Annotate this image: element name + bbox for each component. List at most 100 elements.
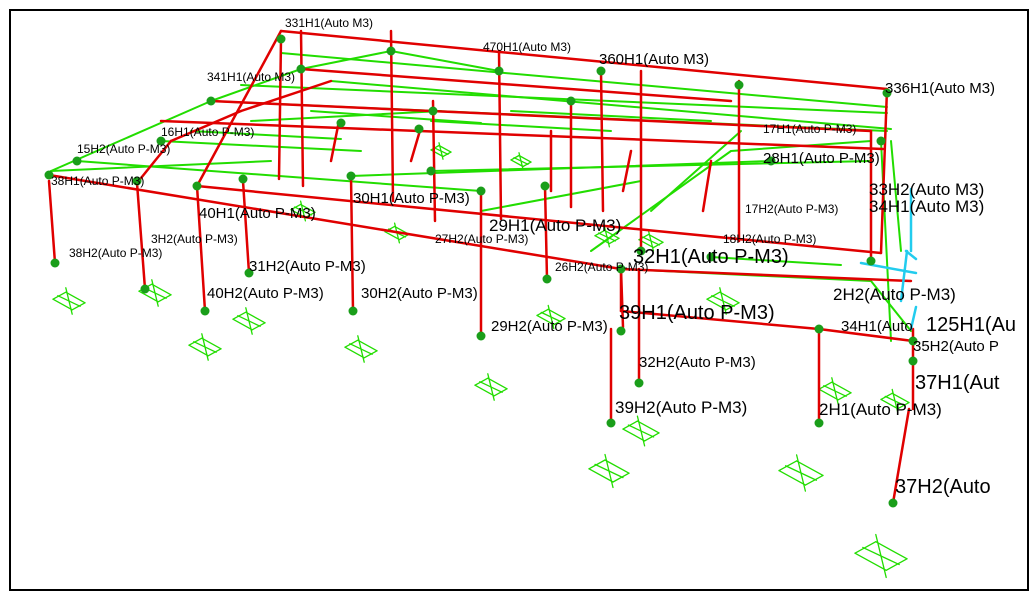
- joint-node[interactable]: [132, 176, 142, 186]
- beam-member[interactable]: [279, 29, 889, 91]
- brace-member[interactable]: [480, 180, 642, 212]
- brace-member[interactable]: [710, 256, 842, 266]
- hinge-symbol-edge[interactable]: [357, 339, 378, 352]
- hinge-symbol[interactable]: [854, 533, 908, 579]
- hinge-symbol-edge[interactable]: [804, 474, 824, 486]
- column-member[interactable]: [431, 99, 437, 223]
- hinge-symbol-edge[interactable]: [622, 420, 639, 430]
- hinge-symbol-edge[interactable]: [474, 377, 489, 386]
- joint-node[interactable]: [616, 326, 626, 336]
- hinge-symbol-cross[interactable]: [884, 395, 906, 407]
- hinge-symbol-edge[interactable]: [384, 231, 401, 241]
- column-member[interactable]: [241, 179, 251, 275]
- hinge-symbol-edge[interactable]: [245, 311, 266, 324]
- column-member[interactable]: [135, 181, 147, 291]
- hinge-symbol[interactable]: [474, 373, 508, 401]
- hinge-symbol-cross[interactable]: [641, 236, 661, 246]
- brace-member[interactable]: [330, 80, 892, 130]
- hinge-symbol[interactable]: [778, 454, 824, 492]
- brace-member[interactable]: [310, 110, 482, 124]
- hinge-symbol-edge[interactable]: [643, 432, 660, 442]
- hinge-symbol-edge[interactable]: [778, 469, 807, 486]
- hinge-symbol-edge[interactable]: [138, 290, 159, 303]
- joint-node[interactable]: [50, 258, 60, 268]
- hinge-symbol-edge[interactable]: [52, 298, 73, 311]
- brace-member[interactable]: [510, 110, 712, 122]
- hinge-symbol-edge[interactable]: [188, 337, 203, 346]
- hinge-symbol-edge[interactable]: [344, 346, 365, 359]
- brace-member[interactable]: [210, 68, 302, 102]
- hinge-symbol-edge[interactable]: [438, 144, 452, 153]
- brace-member[interactable]: [890, 140, 902, 252]
- beam-member[interactable]: [299, 67, 733, 103]
- frame-model-3d-view[interactable]: [11, 11, 1029, 591]
- beam-member[interactable]: [47, 173, 623, 271]
- hinge-symbol-edge[interactable]: [65, 291, 86, 304]
- hinge-symbol-edge[interactable]: [52, 291, 67, 300]
- hinge-symbol-edge[interactable]: [854, 552, 887, 571]
- brace-member[interactable]: [280, 52, 888, 108]
- beam-member[interactable]: [701, 159, 713, 213]
- hinge-symbol-edge[interactable]: [474, 384, 495, 397]
- joint-node[interactable]: [636, 246, 646, 256]
- hinge-symbol-edge[interactable]: [603, 229, 620, 239]
- model-viewport[interactable]: 331H1(Auto M3) 470H1(Auto M3) 360H1(Auto…: [9, 9, 1029, 591]
- hinge-symbol-edge[interactable]: [636, 420, 660, 434]
- joint-node[interactable]: [540, 181, 550, 191]
- joint-node[interactable]: [156, 136, 166, 146]
- beam-member[interactable]: [621, 149, 633, 193]
- hinge-symbol-edge[interactable]: [891, 392, 910, 404]
- hinge-symbol-edge[interactable]: [487, 377, 508, 390]
- joint-node[interactable]: [336, 118, 346, 128]
- hinge-symbol-edge[interactable]: [201, 337, 222, 350]
- brace-member[interactable]: [390, 50, 500, 72]
- joint-node[interactable]: [414, 124, 424, 134]
- hinge-symbol[interactable]: [706, 287, 740, 315]
- beam-member[interactable]: [195, 29, 283, 188]
- hinge-symbol[interactable]: [588, 453, 630, 489]
- brace-member[interactable]: [250, 110, 442, 122]
- beam-member[interactable]: [329, 119, 341, 163]
- hinge-symbol-edge[interactable]: [795, 460, 824, 477]
- beam-member[interactable]: [239, 79, 333, 113]
- hinge-symbol-cross[interactable]: [823, 385, 847, 397]
- hinge-symbol-cross[interactable]: [349, 343, 373, 355]
- joint-node[interactable]: [706, 252, 716, 262]
- joint-node[interactable]: [192, 181, 202, 191]
- brace-member[interactable]: [240, 84, 888, 114]
- hinge-symbol-edge[interactable]: [363, 350, 378, 359]
- joint-node[interactable]: [634, 378, 644, 388]
- hinge-symbol-edge[interactable]: [536, 314, 555, 326]
- joint-node[interactable]: [206, 96, 216, 106]
- hinge-symbol[interactable]: [622, 415, 660, 447]
- joint-node[interactable]: [616, 264, 626, 274]
- hinge-symbol-edge[interactable]: [622, 428, 646, 442]
- joint-node[interactable]: [882, 88, 892, 98]
- hinge-symbol[interactable]: [880, 388, 910, 414]
- hinge-symbol-edge[interactable]: [594, 235, 611, 245]
- hinge-symbol-edge[interactable]: [510, 159, 524, 168]
- joint-node[interactable]: [346, 171, 356, 181]
- hinge-symbol-edge[interactable]: [207, 348, 222, 357]
- hinge-symbol-cross[interactable]: [540, 311, 562, 323]
- joint-node[interactable]: [140, 284, 150, 294]
- hinge-symbol-cross[interactable]: [597, 232, 617, 242]
- beam-member[interactable]: [195, 184, 883, 255]
- hinge-symbol[interactable]: [344, 335, 378, 363]
- hinge-symbol-edge[interactable]: [493, 388, 508, 397]
- joint-node[interactable]: [566, 96, 576, 106]
- column-member[interactable]: [543, 184, 549, 281]
- joint-node[interactable]: [386, 46, 396, 56]
- brace-member[interactable]: [650, 130, 742, 212]
- hinge-symbol-edge[interactable]: [518, 154, 532, 163]
- hinge-symbol-edge[interactable]: [706, 298, 727, 311]
- joint-node[interactable]: [476, 331, 486, 341]
- hinge-symbol[interactable]: [594, 226, 620, 248]
- hinge-symbol[interactable]: [232, 307, 266, 335]
- brace-member[interactable]: [300, 50, 392, 70]
- beam-member[interactable]: [135, 139, 173, 185]
- joint-node[interactable]: [276, 34, 286, 44]
- joint-node[interactable]: [238, 174, 248, 184]
- joint-node[interactable]: [866, 256, 876, 266]
- hinge-symbol-edge[interactable]: [885, 558, 908, 571]
